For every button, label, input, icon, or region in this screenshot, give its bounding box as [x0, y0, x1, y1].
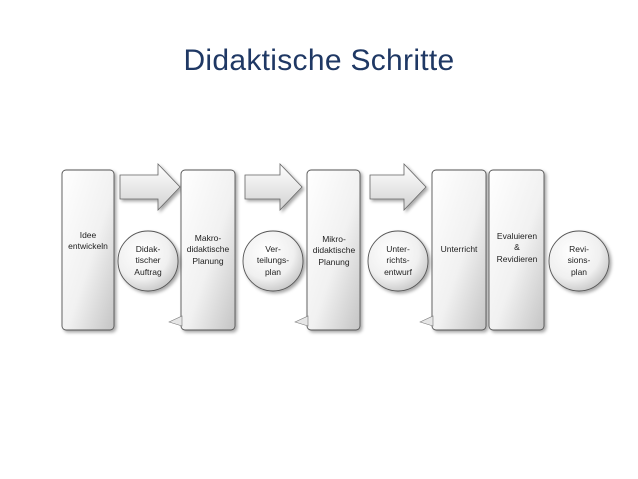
corner-curl-3 — [419, 315, 434, 327]
arrow-connector-1 — [119, 163, 181, 211]
step-circle-unterrichtsentwurf — [367, 230, 429, 292]
corner-curl-1 — [168, 315, 183, 327]
step-box-mikro — [306, 169, 361, 331]
step-circle-verteilungsplan — [242, 230, 304, 292]
step-circle-auftrag — [117, 230, 179, 292]
slide-title: Didaktische Schritte — [183, 44, 455, 77]
corner-curl-2 — [294, 315, 309, 327]
arrow-connector-2 — [244, 163, 303, 211]
step-box-evaluieren — [488, 169, 545, 331]
step-box-makro — [180, 169, 236, 331]
step-box-unterricht — [431, 169, 487, 331]
step-box-idee — [61, 169, 115, 331]
step-circle-revisionsplan — [548, 230, 610, 292]
arrow-connector-3 — [369, 163, 427, 211]
